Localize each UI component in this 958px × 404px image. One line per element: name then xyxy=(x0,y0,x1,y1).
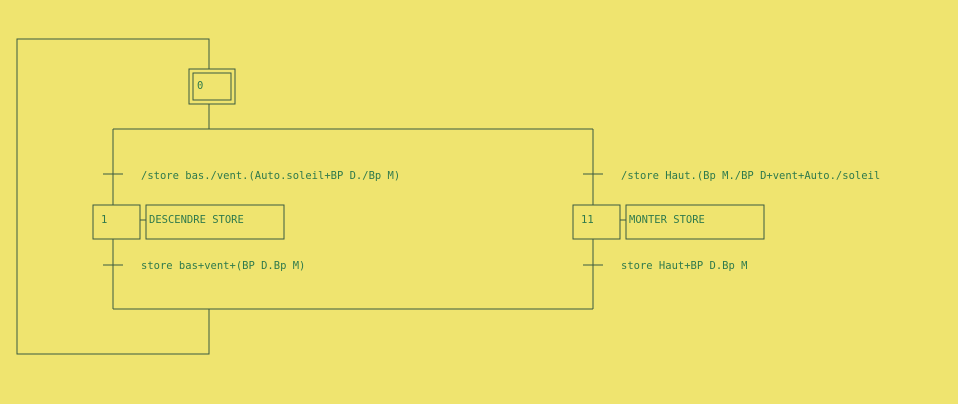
transition-condition-monter-in: /store Haut.(Bp M./BP D+vent+Auto./solei… xyxy=(621,170,880,182)
transition-condition-monter-out: store Haut+BP D.Bp M xyxy=(621,260,747,272)
transition-condition-descendre-out: store bas+vent+(BP D.Bp M) xyxy=(141,260,305,272)
action-box-descendre[interactable] xyxy=(145,204,285,240)
step-1-number: 1 xyxy=(101,214,107,226)
action-box-monter[interactable] xyxy=(625,204,765,240)
step-1-box[interactable] xyxy=(92,204,141,240)
transition-condition-descendre-in: /store bas./vent.(Auto.soleil+BP D./Bp M… xyxy=(141,170,400,182)
step-11-box[interactable] xyxy=(572,204,621,240)
step-11-number: 11 xyxy=(581,214,594,226)
action-label-monter: MONTER STORE xyxy=(629,214,705,226)
initial-step-number: 0 xyxy=(197,80,203,92)
initial-step-inner-frame xyxy=(192,72,232,101)
loop-back-line xyxy=(16,38,210,355)
initial-step[interactable] xyxy=(188,68,236,105)
initial-step-outer-frame xyxy=(188,68,236,105)
connection-lines xyxy=(16,38,626,355)
action-label-descendre: DESCENDRE STORE xyxy=(149,214,244,226)
